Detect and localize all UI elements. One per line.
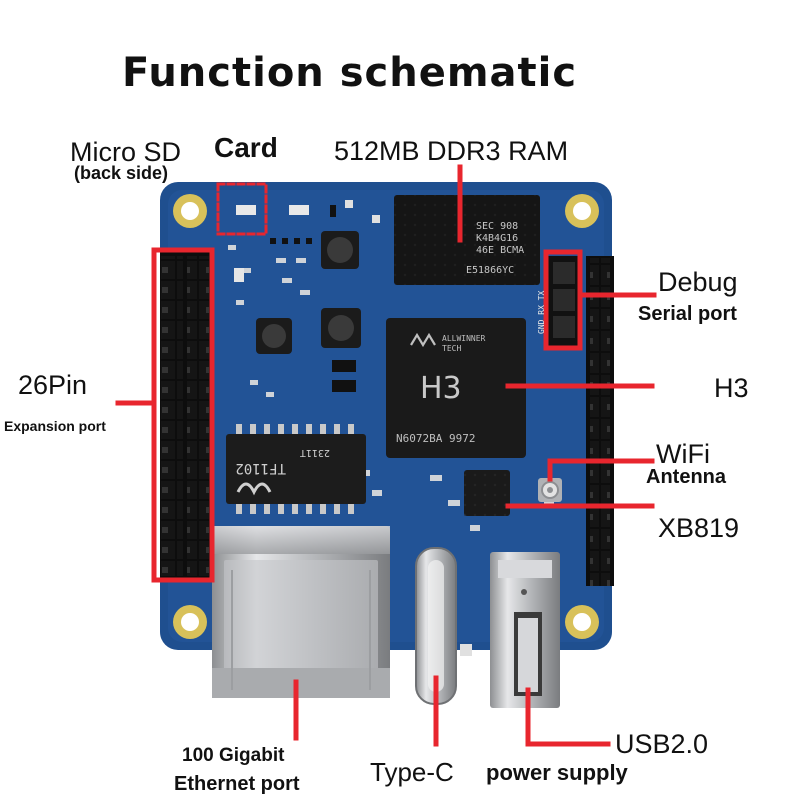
label-wifi: WiFi bbox=[656, 439, 710, 469]
page-title: Function schematic bbox=[122, 50, 578, 96]
expansion-header bbox=[160, 252, 212, 578]
wifi-chip bbox=[464, 470, 510, 516]
soc-brand-1: ALLWINNER bbox=[442, 334, 486, 343]
mounting-holes bbox=[173, 194, 599, 639]
transformer-text-1: TF1102 bbox=[235, 460, 286, 476]
sd-card-box bbox=[216, 182, 268, 236]
label-ram: 512MB DDR3 RAM bbox=[334, 136, 569, 166]
label-h3: H3 bbox=[714, 373, 749, 403]
label-xb819: XB819 bbox=[658, 513, 740, 543]
soc-chip bbox=[386, 318, 526, 458]
ram-text-1: SEC 908 bbox=[476, 221, 518, 232]
label-expansion-port: Expansion port bbox=[4, 418, 106, 434]
ram-text-4: E51866YC bbox=[466, 265, 514, 276]
ram-text-2: K4B4G16 bbox=[476, 233, 518, 244]
label-back-side: (back side) bbox=[74, 163, 169, 183]
usb-line bbox=[525, 687, 611, 747]
callouts bbox=[115, 164, 657, 747]
inductors bbox=[256, 231, 361, 354]
label-typec: Type-C bbox=[370, 757, 454, 787]
ram-chip bbox=[394, 195, 540, 285]
label-antenna: Antenna bbox=[646, 466, 726, 488]
ethernet-transformer bbox=[226, 424, 366, 514]
antenna-line bbox=[547, 458, 655, 482]
debug-pin-text: GND RX TX bbox=[537, 290, 546, 334]
antenna-connector bbox=[538, 478, 562, 502]
debug-header bbox=[548, 256, 580, 346]
right-pin-header bbox=[586, 256, 614, 586]
usb-connector bbox=[490, 552, 560, 708]
label-power-supply: power supply bbox=[486, 760, 628, 785]
transformer-text-2: 2311T bbox=[300, 447, 330, 458]
typec-connector bbox=[415, 547, 472, 705]
label-card: Card bbox=[214, 132, 278, 163]
ethernet-jack bbox=[212, 526, 390, 698]
label-serial-port: Serial port bbox=[638, 303, 737, 325]
ram-text-3: 46E BCMA bbox=[476, 245, 524, 256]
label-ethernet-1: 100 Gigabit bbox=[182, 745, 285, 766]
label-debug: Debug bbox=[658, 267, 738, 297]
label-usb: USB2.0 bbox=[615, 729, 709, 759]
label-ethernet-2: Ethernet port bbox=[174, 773, 300, 795]
label-micro-sd: Micro SD bbox=[70, 137, 182, 167]
soc-name: H3 bbox=[420, 371, 462, 406]
expansion-box bbox=[151, 247, 215, 583]
debug-box bbox=[543, 249, 583, 351]
soc-brand-2: TECH bbox=[442, 344, 461, 353]
label-26pin: 26Pin bbox=[18, 370, 88, 400]
soc-code: N6072BA 9972 bbox=[396, 432, 475, 445]
